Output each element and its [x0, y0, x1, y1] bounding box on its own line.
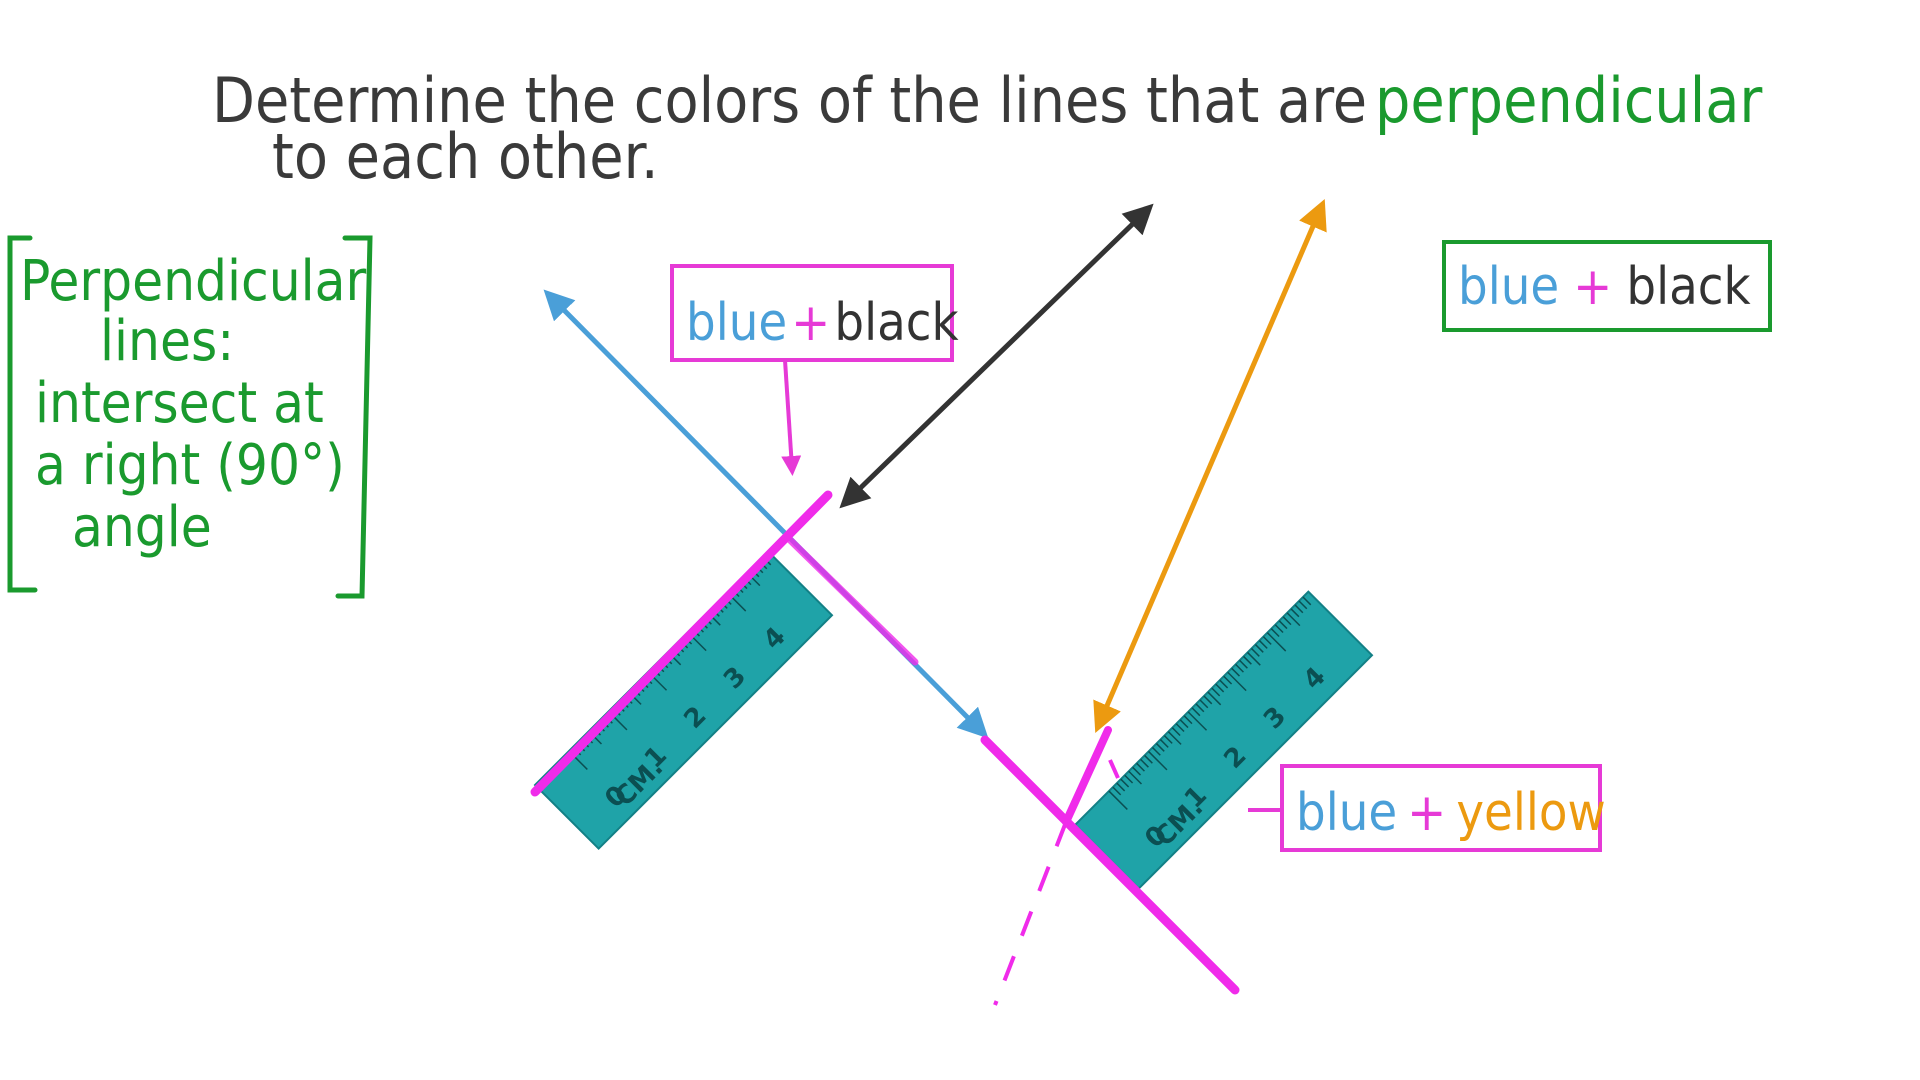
ruler-body	[1073, 590, 1374, 891]
left-bracket	[7, 235, 38, 593]
label-text: blue+black	[686, 293, 959, 353]
ruler-body	[533, 550, 834, 851]
magenta-over-blue-left	[784, 534, 919, 666]
ruler-tick	[1116, 782, 1126, 792]
ruler-tick	[1155, 743, 1165, 752]
ruler-tick	[1167, 731, 1182, 745]
ruler-tick	[1120, 778, 1130, 788]
answer-color-a: blue	[1458, 257, 1559, 317]
question: Determine the colors of the lines that a…	[212, 64, 1762, 193]
ruler-left: 0 1 2 3 4 CM.	[533, 550, 834, 851]
label-box	[670, 264, 954, 362]
right-bracket	[335, 235, 373, 599]
ruler-tick	[1140, 758, 1149, 768]
ruler-tick	[1112, 786, 1122, 796]
ruler-tick	[1144, 754, 1153, 764]
answer-box: blue+black	[1442, 240, 1772, 332]
answer-color-b: black	[1626, 257, 1750, 317]
ruler-tick	[1136, 762, 1145, 772]
ruler-right: 0 1 2 3 4 CM.	[1073, 590, 1374, 891]
definition-box: Perpendicular lines: intersect at a righ…	[7, 235, 373, 599]
label-color-a: blue	[686, 293, 787, 353]
label-pair-one: blue+black	[670, 264, 959, 476]
label-plus: +	[791, 293, 830, 353]
ruler-tick	[1108, 790, 1128, 810]
ruler-tick	[1128, 770, 1142, 785]
ruler-tick	[1124, 774, 1134, 784]
label-text: blue+yellow	[1296, 783, 1606, 843]
magenta-marks	[530, 490, 1240, 1006]
black-line	[839, 203, 1154, 509]
label-plus: +	[1407, 783, 1446, 843]
label-pointer-arrow	[781, 359, 802, 476]
answer-plus: +	[1573, 257, 1612, 317]
label-color-b: black	[834, 293, 958, 353]
label-pair-two: blue+yellow	[1248, 764, 1606, 852]
ruler-tick	[1163, 735, 1173, 744]
magenta-over-blue-right	[980, 735, 1240, 995]
question-line-1: Determine the colors of the lines that a…	[212, 64, 1367, 137]
answer-frame	[1442, 240, 1772, 332]
label-color-b: yellow	[1456, 783, 1605, 843]
magenta-dashed-extension	[993, 821, 1068, 1006]
definition-line-1: Perpendicular	[20, 249, 367, 314]
magenta-over-yellow	[1062, 726, 1112, 826]
ruler-tick	[1148, 750, 1168, 771]
magenta-angle-mark	[1108, 759, 1120, 779]
question-line-2: to each other.	[272, 120, 659, 193]
definition-line-5: angle	[72, 495, 212, 560]
ruler-tick	[1151, 746, 1161, 756]
answer-text: blue+black	[1458, 257, 1751, 317]
definition-line-2: lines:	[100, 309, 234, 374]
ruler-tick	[1159, 739, 1169, 748]
question-accent: perpendicular	[1375, 64, 1762, 137]
yellow-line	[1093, 198, 1327, 734]
label-color-a: blue	[1296, 783, 1397, 843]
magenta-ruler-edge-left	[530, 490, 833, 797]
ruler-tick	[1132, 766, 1142, 776]
definition-line-3: intersect at	[35, 371, 324, 436]
definition-line-4: a right (90°)	[35, 433, 345, 498]
